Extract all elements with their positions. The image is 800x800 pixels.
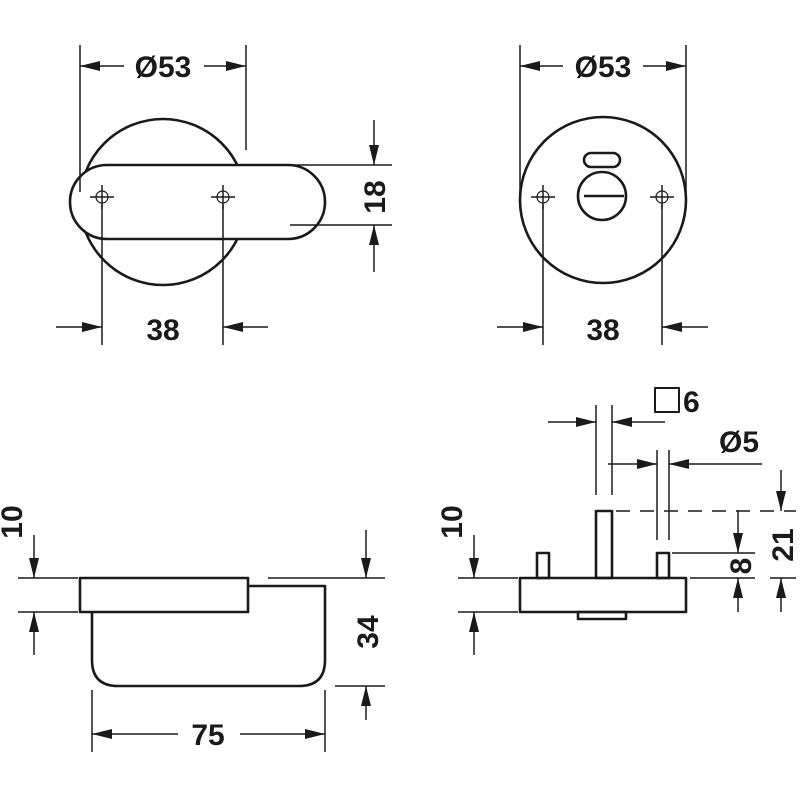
dim-indicator-rose-thickness: 10 bbox=[436, 505, 518, 655]
dim-lever-projection: 34 bbox=[268, 530, 385, 720]
indicator-spacing-label: 38 bbox=[586, 314, 619, 347]
lever-spacing-label: 38 bbox=[146, 314, 179, 347]
pin-length-label: 8 bbox=[725, 558, 758, 575]
square-symbol bbox=[654, 387, 680, 413]
dim-lever-height: 18 bbox=[290, 120, 392, 272]
dim-pin-diameter: Ø5 bbox=[608, 426, 762, 540]
indicator-side-boss bbox=[576, 610, 628, 621]
lever-length-label: 75 bbox=[191, 719, 224, 752]
pin-right bbox=[655, 551, 671, 580]
lever-height-label: 18 bbox=[359, 180, 392, 213]
dim-lever-spacing: 38 bbox=[56, 205, 268, 347]
lever-projection-label: 34 bbox=[352, 615, 385, 649]
turn-knob bbox=[576, 170, 628, 222]
lever-front-view: Ø53 38 18 bbox=[56, 45, 392, 347]
lever-handle-outline bbox=[68, 163, 327, 241]
indicator-window bbox=[582, 151, 622, 169]
lever-side-view: 10 34 75 bbox=[0, 505, 385, 752]
pin-left bbox=[535, 551, 551, 580]
screw-hole-left bbox=[531, 185, 555, 209]
dim-lever-diameter: Ø53 bbox=[79, 45, 247, 192]
dim-lever-rose-thickness: 10 bbox=[0, 505, 78, 655]
spindle-length-label: 21 bbox=[767, 528, 800, 561]
lever-side-rose bbox=[78, 576, 250, 614]
dim-indicator-diameter: Ø53 bbox=[519, 45, 687, 192]
indicator-front-view: Ø53 38 bbox=[497, 45, 708, 347]
lever-side-body bbox=[90, 584, 327, 688]
dim-lever-length: 75 bbox=[91, 690, 326, 752]
spindle bbox=[594, 509, 614, 580]
indicator-diameter-label: Ø53 bbox=[575, 51, 632, 84]
dim-spindle-length: 21 bbox=[616, 470, 800, 612]
pin-diameter-label: Ø5 bbox=[719, 426, 759, 459]
spindle-square-label: 6 bbox=[683, 386, 700, 419]
indicator-side-view: 6 Ø5 10 bbox=[436, 386, 800, 655]
lever-diameter-label: Ø53 bbox=[135, 51, 192, 84]
indicator-side-rose bbox=[518, 576, 688, 614]
indicator-rose-thickness-label: 10 bbox=[436, 505, 469, 538]
dim-pin-length: 8 bbox=[672, 510, 758, 612]
dim-indicator-spacing: 38 bbox=[497, 205, 708, 347]
dim-spindle-square: 6 bbox=[548, 386, 700, 495]
indicator-rose-outline bbox=[518, 115, 688, 285]
lever-rose-thickness-label: 10 bbox=[0, 505, 29, 538]
